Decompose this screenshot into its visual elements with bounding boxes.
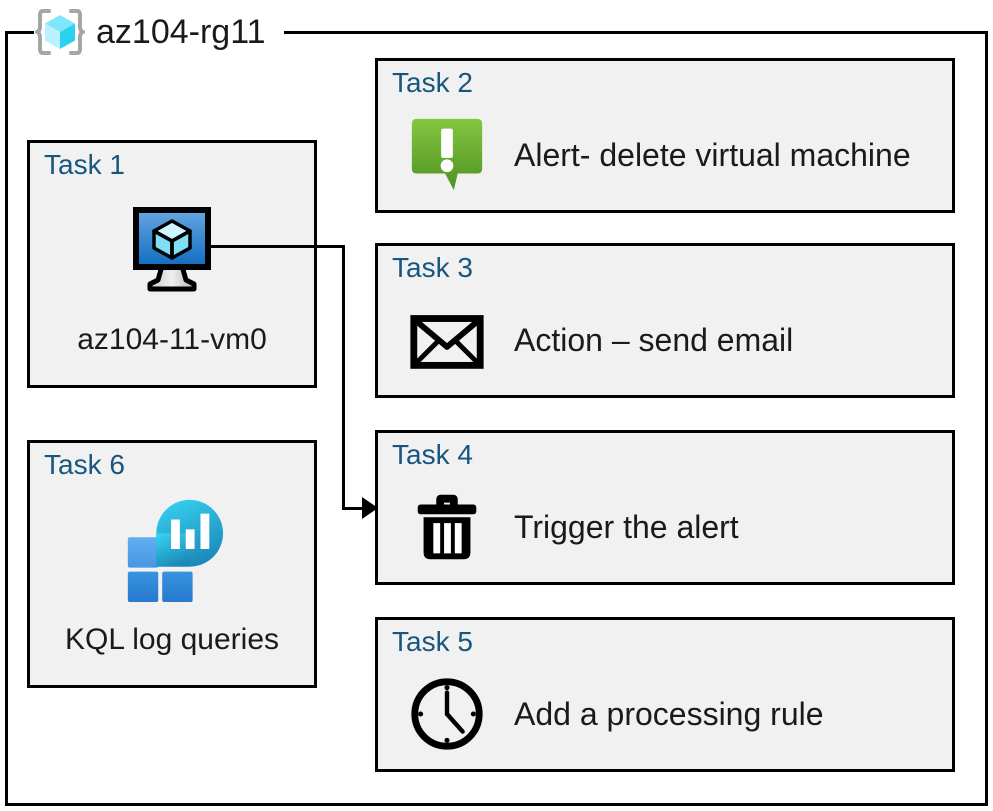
task-2-row: Alert- delete virtual machine bbox=[406, 109, 942, 201]
envelope-icon bbox=[406, 299, 488, 381]
virtual-machine-icon bbox=[122, 202, 222, 299]
resource-group-border-top-right bbox=[284, 31, 988, 34]
task-1-icon-wrap bbox=[30, 195, 314, 305]
task-4-label: Task 4 bbox=[392, 439, 473, 470]
task-4-caption: Trigger the alert bbox=[514, 508, 739, 545]
task-1-caption: az104-11-vm0 bbox=[77, 323, 267, 356]
resource-group-border-left bbox=[5, 31, 8, 806]
task-card-task-2[interactable]: Task 2 Alert- delete virtual machine bbox=[375, 58, 955, 213]
task-card-task-3[interactable]: Task 3 Action – send email bbox=[375, 243, 955, 398]
task-5-caption: Add a processing rule bbox=[514, 695, 824, 732]
resource-group-border-right bbox=[985, 31, 988, 806]
task-3-row: Action – send email bbox=[406, 294, 942, 386]
resource-group-border-bottom bbox=[5, 803, 988, 806]
task-card-task-6[interactable]: Task 6 bbox=[27, 440, 317, 688]
resource-group-title: az104-rg11 bbox=[96, 12, 266, 51]
clock-icon bbox=[406, 673, 488, 755]
task-6-caption: KQL log queries bbox=[64, 623, 279, 656]
resource-group-header: az104-rg11 bbox=[34, 4, 272, 60]
connector-segment-horizontal-bottom bbox=[342, 507, 366, 510]
task-2-caption: Alert- delete virtual machine bbox=[514, 136, 911, 173]
task-card-task-4[interactable]: Task 4 Trigger the alert bbox=[375, 430, 955, 585]
connector-segment-horizontal-top bbox=[206, 245, 345, 248]
trash-icon bbox=[406, 486, 488, 568]
task-6-icon-wrap bbox=[30, 495, 314, 605]
connector-segment-vertical bbox=[342, 245, 345, 510]
log-analytics-icon bbox=[118, 494, 226, 607]
alert-bubble-icon bbox=[406, 114, 488, 196]
task-2-label: Task 2 bbox=[392, 67, 473, 98]
task-5-row: Add a processing rule bbox=[406, 668, 942, 760]
task-card-task-1[interactable]: Task 1 bbox=[27, 140, 317, 388]
task-5-label: Task 5 bbox=[392, 626, 473, 657]
task-6-label: Task 6 bbox=[44, 449, 125, 480]
task-3-label: Task 3 bbox=[392, 252, 473, 283]
task-card-task-5[interactable]: Task 5 Add a processing rule bbox=[375, 617, 955, 772]
resource-group-border-top-left bbox=[5, 31, 34, 34]
resource-group-icon bbox=[34, 6, 86, 58]
task-1-label: Task 1 bbox=[44, 149, 125, 180]
task-4-row: Trigger the alert bbox=[406, 481, 942, 573]
arrow-head-right-icon bbox=[362, 497, 378, 519]
task-3-caption: Action – send email bbox=[514, 321, 794, 358]
